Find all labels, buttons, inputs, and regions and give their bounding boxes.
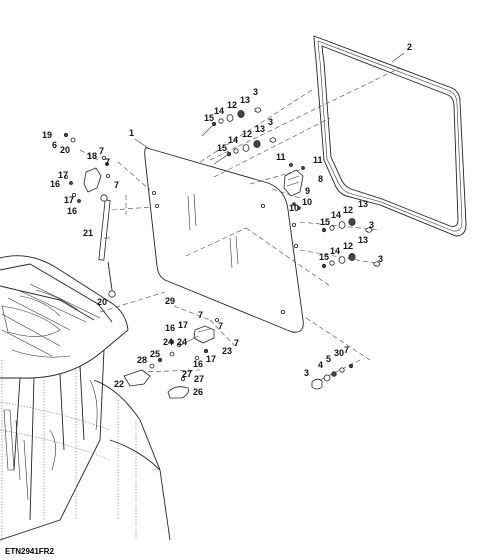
callout-c18: 18	[87, 151, 97, 161]
callout-c17d: 17	[206, 354, 216, 364]
callout-c13c: 13	[358, 199, 368, 209]
callout-c11a: 11	[276, 152, 286, 162]
callout-c15a: 15	[204, 113, 214, 123]
hardware-stack-d	[321, 253, 381, 269]
callout-c24b: 24	[177, 337, 187, 347]
callout-c3d: 3	[378, 254, 383, 264]
callout-c14b: 14	[228, 135, 238, 145]
callout-c23: 23	[222, 346, 232, 356]
latch-stack-right	[311, 363, 354, 390]
callout-c5: 5	[326, 354, 331, 364]
callout-c12c: 12	[343, 205, 353, 215]
callout-c14c: 14	[331, 210, 341, 220]
callout-c3a: 3	[253, 87, 258, 97]
callout-c27b: 27	[194, 374, 204, 384]
callout-c15b: 15	[217, 143, 227, 153]
callout-c16a: 16	[50, 179, 60, 189]
callout-c16d: 16	[193, 359, 203, 369]
callout-c20b: 20	[97, 297, 107, 307]
hardware-stack-c	[321, 218, 373, 233]
gas-strut	[98, 194, 116, 298]
callout-c9: 9	[305, 186, 310, 196]
callout-c7c: 7	[114, 180, 119, 190]
callout-c10b: 10	[289, 203, 299, 213]
strut-bracket	[64, 133, 111, 203]
callout-c8: 8	[318, 174, 323, 184]
callout-c19: 19	[42, 130, 52, 140]
callout-c12a: 12	[227, 100, 237, 110]
callout-c13a: 13	[240, 95, 250, 105]
callout-c22: 22	[114, 379, 124, 389]
callout-c1: 1	[129, 128, 134, 138]
callout-c15d: 15	[319, 252, 329, 262]
callout-c7a: 7	[99, 146, 104, 156]
figure-id: ETN2941FR2	[5, 547, 54, 556]
callout-c3b: 3	[268, 117, 273, 127]
callout-leaders	[104, 52, 405, 239]
handle-parts	[123, 369, 189, 399]
callout-c6: 6	[52, 140, 57, 150]
callout-c28: 28	[137, 355, 147, 365]
hardware-stack-b	[213, 137, 277, 165]
callout-c7e: 7	[218, 321, 223, 331]
callout-c29: 29	[165, 296, 175, 306]
callout-c13b: 13	[255, 124, 265, 134]
callout-c16c: 16	[165, 323, 175, 333]
callout-c24a: 24	[163, 337, 173, 347]
callout-c3c: 3	[369, 220, 374, 230]
callout-c17b: 17	[64, 195, 74, 205]
callout-c7d: 7	[198, 310, 203, 320]
callout-c17c: 17	[178, 320, 188, 330]
callout-c13d: 13	[358, 235, 368, 245]
callout-c21: 21	[83, 228, 93, 238]
callout-c10a: 10	[302, 197, 312, 207]
callout-c2: 2	[407, 42, 412, 52]
callout-c30: 30	[334, 348, 344, 358]
callout-c16b: 16	[67, 206, 77, 216]
callout-c4: 4	[318, 360, 323, 370]
callout-c12b: 12	[242, 129, 252, 139]
cab-outline	[0, 255, 171, 541]
door-glass	[144, 147, 304, 333]
latch-hardware	[149, 317, 219, 369]
callout-c7b: 7	[105, 157, 110, 167]
callout-c14a: 14	[214, 106, 224, 116]
callout-c7f: 7	[234, 338, 239, 348]
callout-c20a: 20	[60, 145, 70, 155]
callout-c26: 26	[193, 387, 203, 397]
callout-c25: 25	[150, 349, 160, 359]
callout-c7g: 7	[344, 345, 349, 355]
callout-c27a: 27	[182, 369, 192, 379]
hardware-stack-a	[201, 107, 262, 137]
callout-c15c: 15	[320, 217, 330, 227]
hinge-hardware-right	[321, 218, 381, 269]
callout-c17a: 17	[58, 170, 68, 180]
callout-c11b: 11	[313, 155, 323, 165]
hinge-hardware-top	[201, 107, 277, 165]
callout-c12d: 12	[343, 241, 353, 251]
callout-c14d: 14	[330, 246, 340, 256]
callout-c3e: 3	[304, 368, 309, 378]
hinge-bracket	[283, 163, 305, 210]
door-seal	[313, 35, 467, 237]
